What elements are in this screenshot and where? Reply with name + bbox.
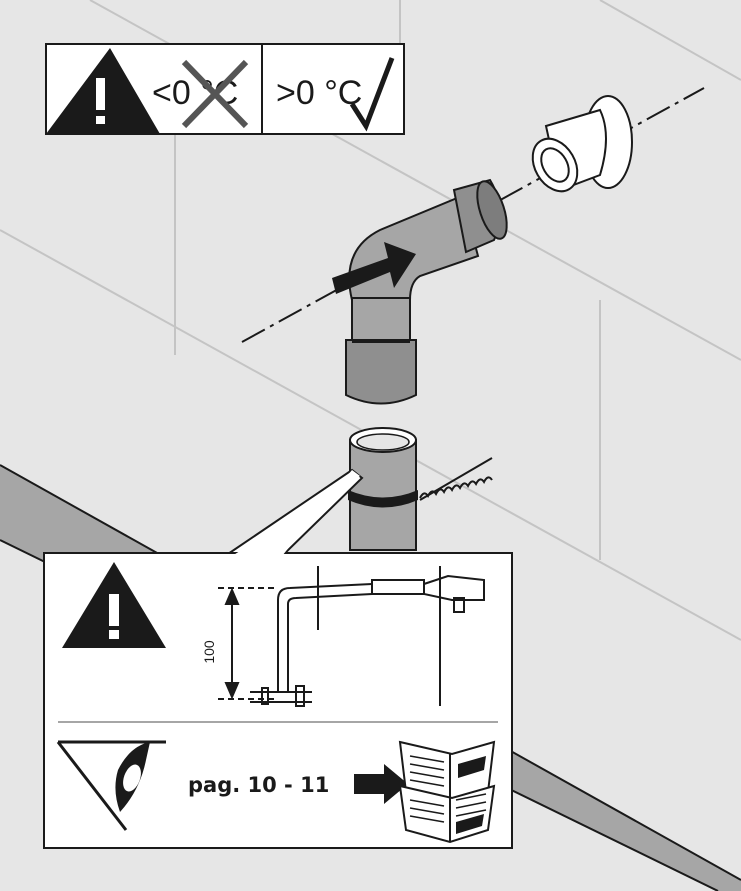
page-reference: pag. 10 - 11 (188, 773, 329, 797)
vertical-pipe (348, 427, 418, 551)
arrow-right-icon (354, 764, 408, 804)
dimension-sketch (218, 566, 485, 707)
cross-icon (181, 59, 249, 129)
arrow-right-icon (332, 242, 416, 294)
temperature-warning: <0 °C >0 °C (45, 43, 405, 135)
above-zero-label: >0 °C (276, 74, 362, 112)
manual-icon (398, 740, 496, 844)
dimension-value: 100 (201, 640, 217, 664)
pipe-seal-ring (348, 490, 418, 508)
spring-icon (419, 457, 493, 501)
inset-panel: 100 pag. 10 - 11 (43, 470, 513, 849)
check-icon (349, 57, 395, 132)
eye-icon (56, 740, 166, 831)
wall-sleeve (531, 95, 633, 193)
